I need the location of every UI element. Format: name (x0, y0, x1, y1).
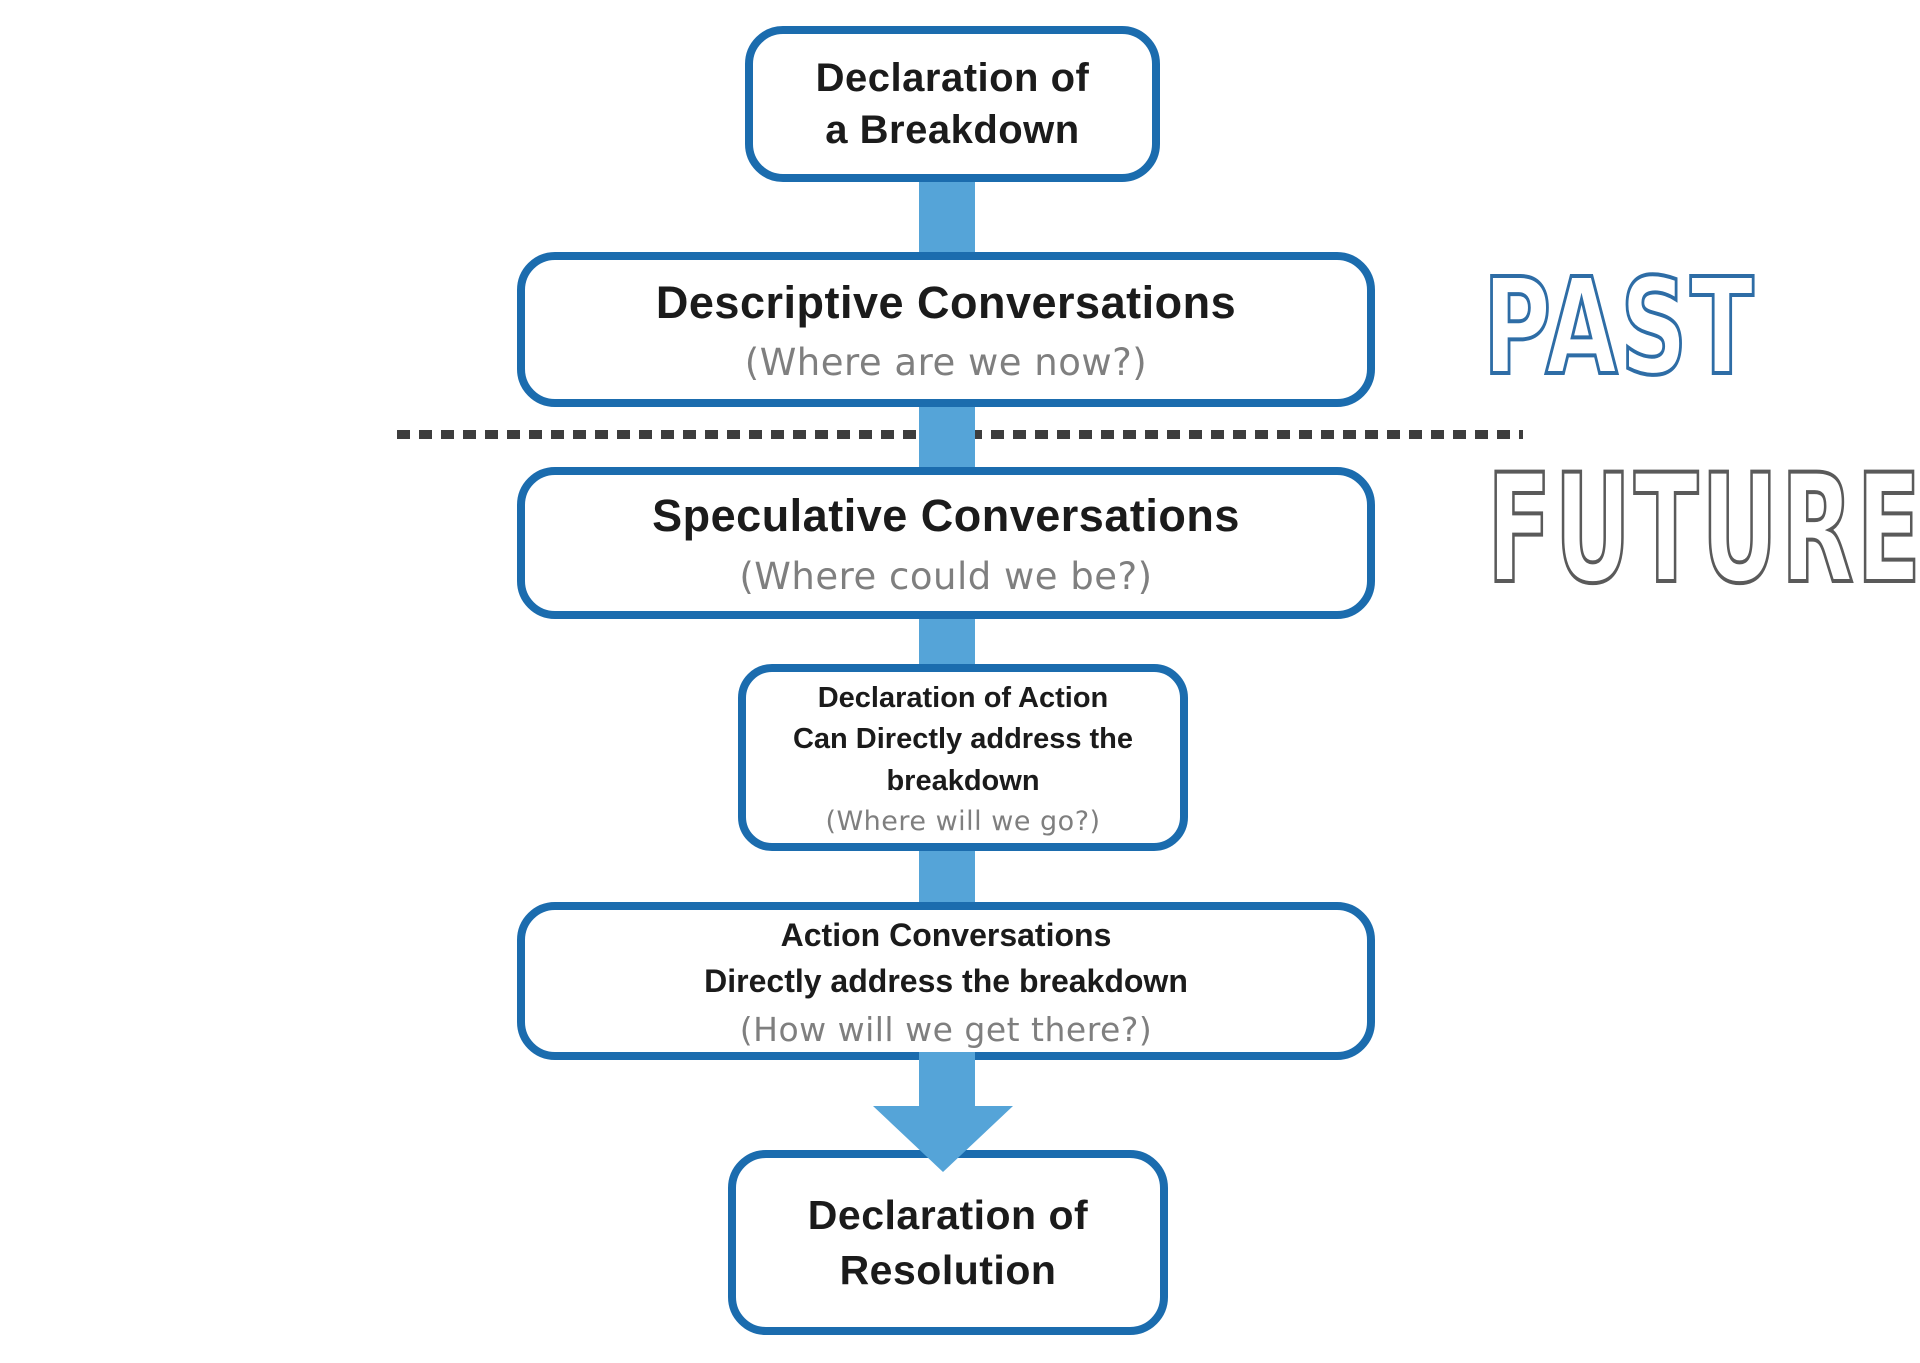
descriptive-title: Descriptive Conversations (655, 276, 1237, 328)
resolution-box: Declaration of Resolution (728, 1150, 1168, 1335)
action-declaration-line-2: Can Directly address the (792, 723, 1134, 756)
arrow-descriptive-to-speculative (919, 398, 975, 476)
breakdown-line-1: Declaration of (815, 56, 1090, 100)
action-conversations-line-2: Directly address the breakdown (704, 962, 1188, 999)
action-conversations-line-1: Action Conversations (780, 917, 1112, 954)
action-conversations-box: Action Conversations Directly address th… (517, 902, 1375, 1060)
speculative-conversations-box: Speculative Conversations (Where could w… (517, 467, 1375, 619)
arrow-speculative-to-action-declaration (919, 610, 975, 672)
action-declaration-line-3: breakdown (886, 764, 1040, 797)
action-declaration-box: Declaration of Action Can Directly addre… (738, 664, 1188, 851)
future-label: FUTURE (1486, 443, 1920, 617)
arrow-action-declaration-to-action-conversations (919, 843, 975, 913)
descriptive-subtitle: (Where are we now?) (744, 341, 1148, 385)
speculative-title: Speculative Conversations (652, 490, 1240, 542)
breakdown-line-2: a Breakdown (825, 108, 1080, 152)
action-declaration-subtitle: (Where will we go?) (825, 805, 1101, 837)
descriptive-conversations-box: Descriptive Conversations (Where are we … (517, 252, 1375, 407)
arrow-breakdown-to-descriptive (919, 170, 975, 262)
resolution-line-1: Declaration of (807, 1192, 1089, 1239)
resolution-line-2: Resolution (839, 1246, 1057, 1293)
down-arrowhead-icon (873, 1106, 1013, 1172)
action-conversations-subtitle: (How will we get there?) (739, 1009, 1153, 1049)
past-label: PAST (1482, 251, 1757, 405)
speculative-subtitle: (Where could we be?) (739, 554, 1153, 598)
action-declaration-line-1: Declaration of Action (817, 682, 1109, 715)
final-arrow-shaft (919, 1052, 975, 1108)
breakdown-box: Declaration of a Breakdown (745, 26, 1160, 182)
